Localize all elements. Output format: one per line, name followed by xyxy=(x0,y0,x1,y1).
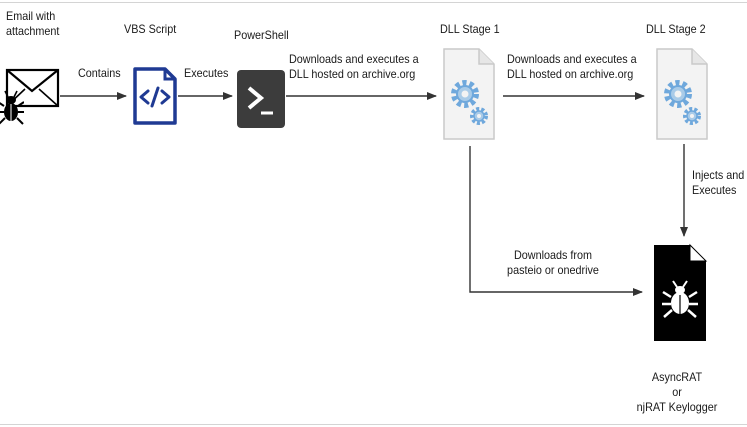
payload-label: AsyncRAT or njRAT Keylogger xyxy=(610,370,745,415)
code-file-icon xyxy=(133,67,177,125)
email-label: Email with attachment xyxy=(6,9,59,39)
payload-label-line1: AsyncRAT xyxy=(651,370,703,384)
email-node xyxy=(0,68,60,130)
payload-node xyxy=(652,243,708,343)
envelope-icon xyxy=(5,68,60,108)
edge-label-dll1-payload-line1: Downloads from xyxy=(513,248,593,262)
email-label-line2: attachment xyxy=(6,24,60,38)
bottom-border xyxy=(0,424,747,425)
powershell-label: PowerShell xyxy=(234,28,289,42)
edge-dll1-to-payload xyxy=(469,146,643,296)
malware-bug-document-icon xyxy=(654,243,708,341)
edge-label-executes: Executes xyxy=(184,66,229,80)
edge-label-dll1-dll2-line1: Downloads and executes a xyxy=(507,52,637,66)
bug-icon xyxy=(0,90,24,125)
edge-label-inject-line2: Executes xyxy=(692,183,737,197)
edge-label-inject-line1: Injects and xyxy=(692,168,745,182)
vbs-script-node xyxy=(132,66,178,126)
edge-label-ps-dll1-line2: DLL hosted on archive.org xyxy=(289,67,416,81)
edge-label-dll1-payload: Downloads from pasteio or onedrive xyxy=(486,248,621,278)
edge-label-dll1-dll2-line2: DLL hosted on archive.org xyxy=(507,67,634,81)
edge-label-contains: Contains xyxy=(78,66,121,80)
powershell-prompt-icon xyxy=(237,70,285,128)
edge-label-dll1-dll2: Downloads and executes a DLL hosted on a… xyxy=(507,52,637,82)
powershell-node xyxy=(237,70,285,128)
gear-document-icon xyxy=(443,48,495,140)
gear-document-icon xyxy=(656,48,708,140)
edge-label-ps-dll1: Downloads and executes a DLL hosted on a… xyxy=(289,52,419,82)
top-border xyxy=(0,2,747,3)
dll1-label: DLL Stage 1 xyxy=(440,22,500,36)
dll-stage2-node xyxy=(654,46,710,142)
dll-stage1-node xyxy=(441,46,497,142)
edge-label-inject: Injects and Executes xyxy=(692,168,744,198)
dll2-label: DLL Stage 2 xyxy=(646,22,706,36)
edge-label-dll1-payload-line2: pasteio or onedrive xyxy=(507,263,599,277)
email-label-line1: Email with xyxy=(6,9,56,23)
vbs-label: VBS Script xyxy=(124,22,177,36)
payload-label-line3: njRAT Keylogger xyxy=(636,400,718,414)
edge-label-ps-dll1-line1: Downloads and executes a xyxy=(289,52,419,66)
payload-label-line2: or xyxy=(672,385,682,399)
